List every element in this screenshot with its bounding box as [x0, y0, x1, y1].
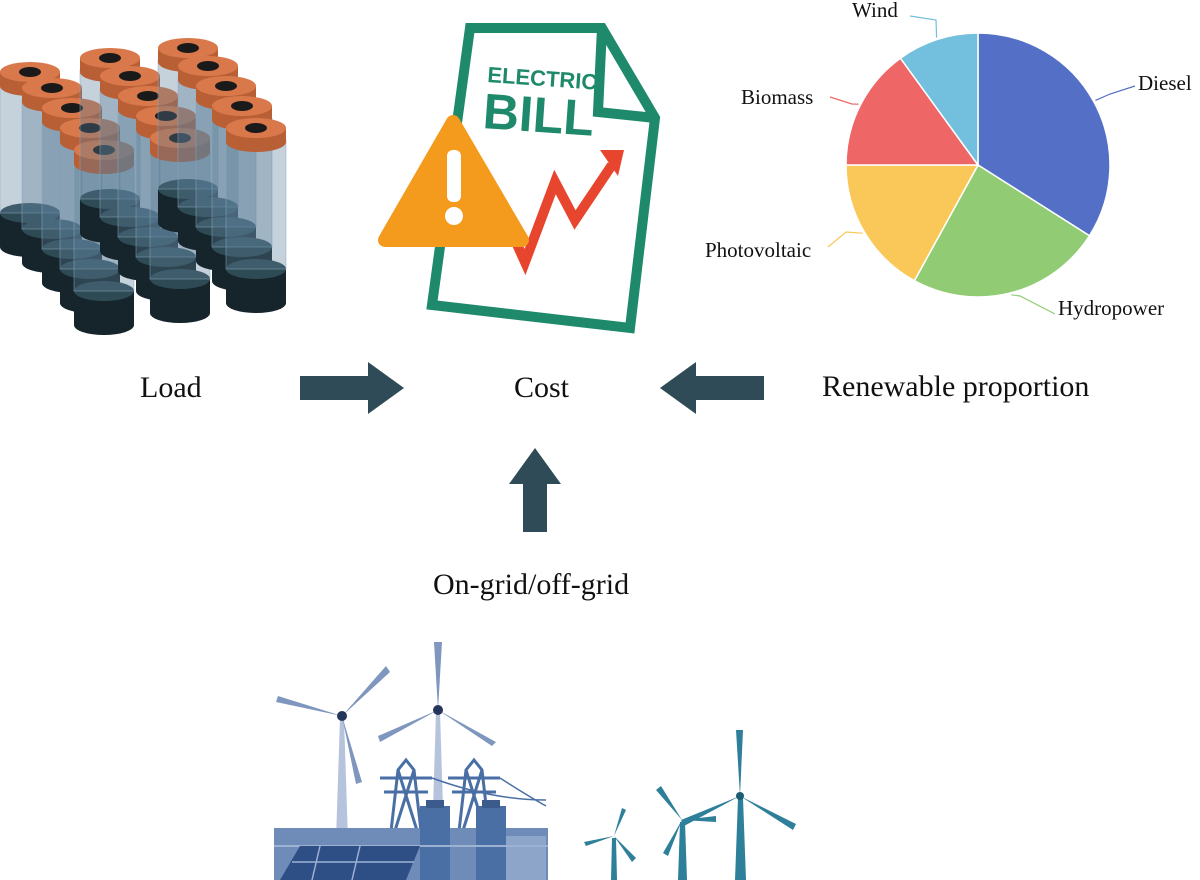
- load-label: Load: [140, 371, 202, 404]
- pie-slice-hydropower: [913, 163, 1091, 298]
- trend-arrowhead: [600, 150, 624, 176]
- renewable-proportion-label: Renewable proportion: [822, 370, 1090, 403]
- wind-turbine-icon: [584, 808, 636, 880]
- pie-slice-biomass: [845, 57, 980, 166]
- renewable-pie-chart: [845, 32, 1111, 298]
- arrow-grid-to-cost: [509, 448, 561, 532]
- grid-mode-label: On-grid/off-grid: [433, 568, 630, 601]
- pie-label-hydropower: Hydropower: [1058, 296, 1165, 320]
- wind-turbine-icon: [656, 786, 716, 880]
- battery-cluster-icon: [0, 38, 287, 335]
- pie-slice-photovoltaic: [845, 164, 980, 282]
- cost-label: Cost: [514, 371, 570, 404]
- pie-label-photovoltaic: Photovoltaic: [705, 238, 812, 262]
- wind-turbine-icon: [681, 730, 796, 880]
- pie-leader-lines: [827, 15, 1136, 315]
- battery-icon: [225, 118, 287, 313]
- pie-leader-diesel: [1095, 85, 1136, 101]
- pie-label-diesel: Diesel: [1138, 71, 1192, 95]
- electric-bill-icon: ELECTRIC BILL: [426, 23, 661, 334]
- bill-line2: BILL: [481, 83, 596, 147]
- warning-icon: [378, 115, 529, 247]
- pie-label-biomass: Biomass: [741, 85, 814, 109]
- pie-leader-hydropower: [1011, 294, 1056, 315]
- pie-leader-photovoltaic: [827, 231, 863, 248]
- wind-turbine-icon: [276, 666, 390, 840]
- solar-panel-icon: [280, 845, 420, 880]
- pie-label-wind: Wind: [852, 0, 898, 22]
- grid-scene-icon: [274, 642, 796, 880]
- arrow-load-to-cost: [300, 362, 404, 414]
- pie-slice-diesel: [977, 32, 1111, 237]
- pie-leader-biomass: [829, 96, 859, 105]
- arrow-renewable-to-cost: [660, 362, 764, 414]
- pie-slice-wind: [899, 32, 979, 168]
- pie-leader-wind: [909, 15, 938, 38]
